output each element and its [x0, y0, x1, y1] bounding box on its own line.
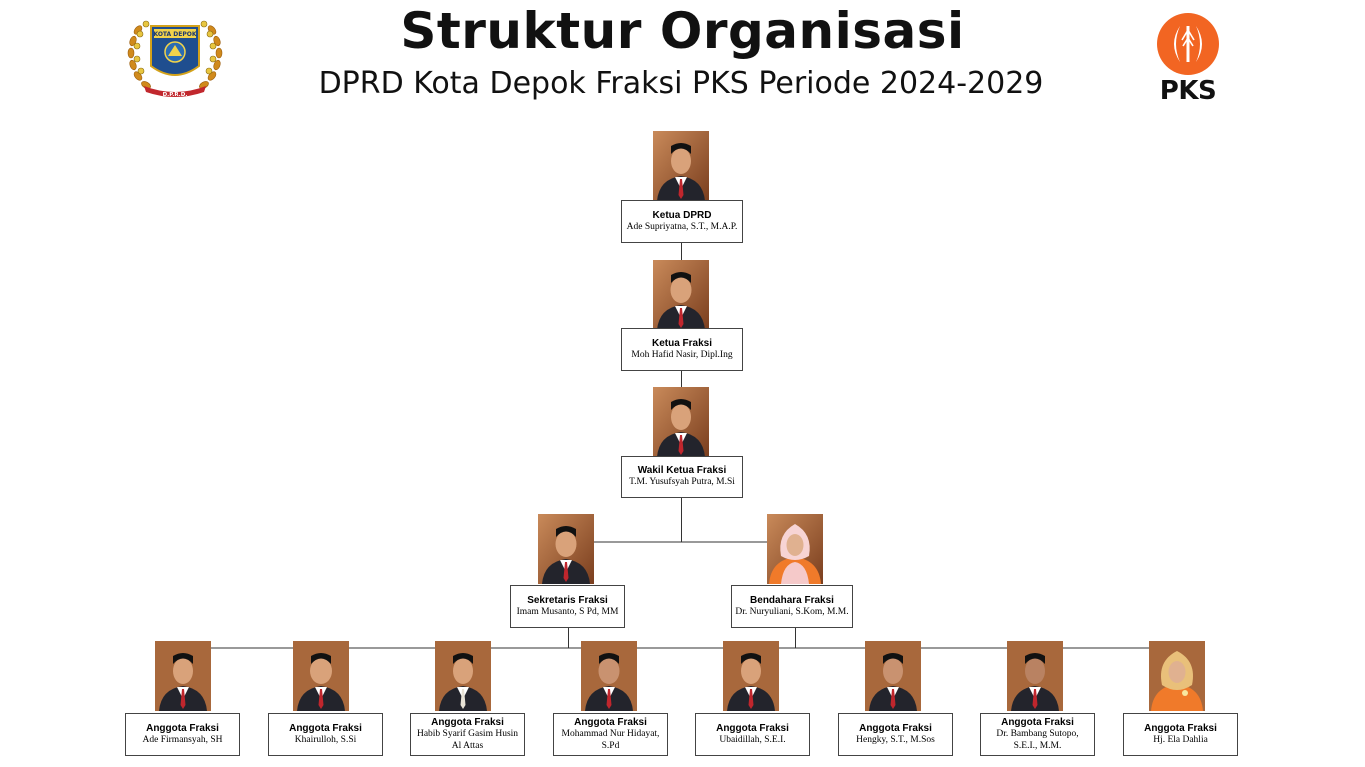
- portrait-photo: [293, 641, 349, 711]
- role-label: Anggota Fraksi: [574, 717, 647, 728]
- role-label: Wakil Ketua Fraksi: [637, 465, 727, 477]
- role-label: Anggota Fraksi: [1001, 717, 1074, 728]
- org-box-anggota-fraksi: Anggota Fraksi Mohammad Nur Hidayat, S.P…: [553, 713, 668, 756]
- portrait-photo: [435, 641, 491, 711]
- role-label: Anggota Fraksi: [431, 717, 504, 728]
- svg-text:KOTA DEPOK: KOTA DEPOK: [153, 31, 196, 38]
- role-label: Anggota Fraksi: [289, 722, 362, 734]
- person-name: T.M. Yusufsyah Putra, M.Si: [629, 477, 735, 488]
- role-label: Ketua Fraksi: [651, 337, 713, 349]
- dprd-emblem-icon: KOTA DEPOK D.P.R.D.: [124, 10, 226, 102]
- role-label: Anggota Fraksi: [1144, 722, 1217, 734]
- portrait-photo: [653, 260, 709, 330]
- person-name: Ade Firmansyah, SH: [142, 734, 223, 745]
- org-box-anggota-fraksi: Anggota Fraksi Khairulloh, S.Si: [268, 713, 383, 756]
- role-label: Sekretaris Fraksi: [527, 594, 608, 606]
- person-name: Dr. Nuryuliani, S.Kom, M.M.: [735, 606, 849, 617]
- org-box-anggota-fraksi: Anggota Fraksi Ubaidillah, S.E.I.: [695, 713, 810, 756]
- role-label: Ketua DPRD: [652, 209, 712, 221]
- portrait-photo: [581, 641, 637, 711]
- person-name: Hengky, S.T., M.Sos: [856, 734, 935, 745]
- org-box-wakil-ketua-fraksi: Wakil Ketua Fraksi T.M. Yusufsyah Putra,…: [621, 456, 743, 498]
- pks-logo: PKS: [1150, 12, 1226, 106]
- pks-logo-text: PKS: [1159, 76, 1217, 106]
- org-box-ketua-fraksi: Ketua Fraksi Moh Hafid Nasir, Dipl.Ing: [621, 328, 743, 371]
- pks-crescent-icon: [1157, 13, 1219, 75]
- person-name: Ade Supriyatna, S.T., M.A.P.: [626, 221, 738, 232]
- person-name: Ubaidillah, S.E.I.: [719, 734, 786, 745]
- person-name: Imam Musanto, S Pd, MM: [516, 606, 619, 617]
- org-box-anggota-fraksi: Anggota Fraksi Hengky, S.T., M.Sos: [838, 713, 953, 756]
- person-name: Mohammad Nur Hidayat, S.Pd: [561, 729, 660, 751]
- portrait-photo: [1007, 641, 1063, 711]
- person-name: Khairulloh, S.Si: [294, 734, 357, 745]
- role-label: Anggota Fraksi: [859, 722, 932, 734]
- page-title: Struktur Organisasi: [400, 2, 965, 60]
- portrait-photo: [1149, 641, 1205, 711]
- org-box-ketua-dprd: Ketua DPRD Ade Supriyatna, S.T., M.A.P.: [621, 200, 743, 243]
- portrait-photo: [653, 387, 709, 457]
- role-label: Bendahara Fraksi: [750, 594, 834, 606]
- org-box-anggota-fraksi: Anggota Fraksi Ade Firmansyah, SH: [125, 713, 240, 756]
- portrait-photo: [155, 641, 211, 711]
- portrait-photo: [653, 131, 709, 201]
- role-label: Anggota Fraksi: [146, 722, 219, 734]
- org-box-bendahara-fraksi: Bendahara Fraksi Dr. Nuryuliani, S.Kom, …: [731, 585, 853, 628]
- org-box-anggota-fraksi: Anggota Fraksi Habib Syarif Gasim Husin …: [410, 713, 525, 756]
- person-name: Moh Hafid Nasir, Dipl.Ing: [631, 349, 733, 360]
- portrait-photo: [767, 514, 823, 584]
- org-box-anggota-fraksi: Anggota Fraksi Hj. Ela Dahlia: [1123, 713, 1238, 756]
- org-box-sekretaris-fraksi: Sekretaris Fraksi Imam Musanto, S Pd, MM: [510, 585, 625, 628]
- person-name: Hj. Ela Dahlia: [1153, 734, 1208, 745]
- portrait-photo: [865, 641, 921, 711]
- person-name: Habib Syarif Gasim Husin Al Attas: [416, 729, 519, 751]
- org-box-anggota-fraksi: Anggota Fraksi Dr. Bambang Sutopo, S.E.I…: [980, 713, 1095, 756]
- svg-text:D.P.R.D.: D.P.R.D.: [163, 92, 188, 98]
- portrait-photo: [538, 514, 594, 584]
- person-name: Dr. Bambang Sutopo, S.E.I., M.M.: [996, 729, 1079, 751]
- page-subtitle: DPRD Kota Depok Fraksi PKS Periode 2024-…: [318, 66, 1044, 101]
- role-label: Anggota Fraksi: [716, 722, 789, 734]
- portrait-photo: [723, 641, 779, 711]
